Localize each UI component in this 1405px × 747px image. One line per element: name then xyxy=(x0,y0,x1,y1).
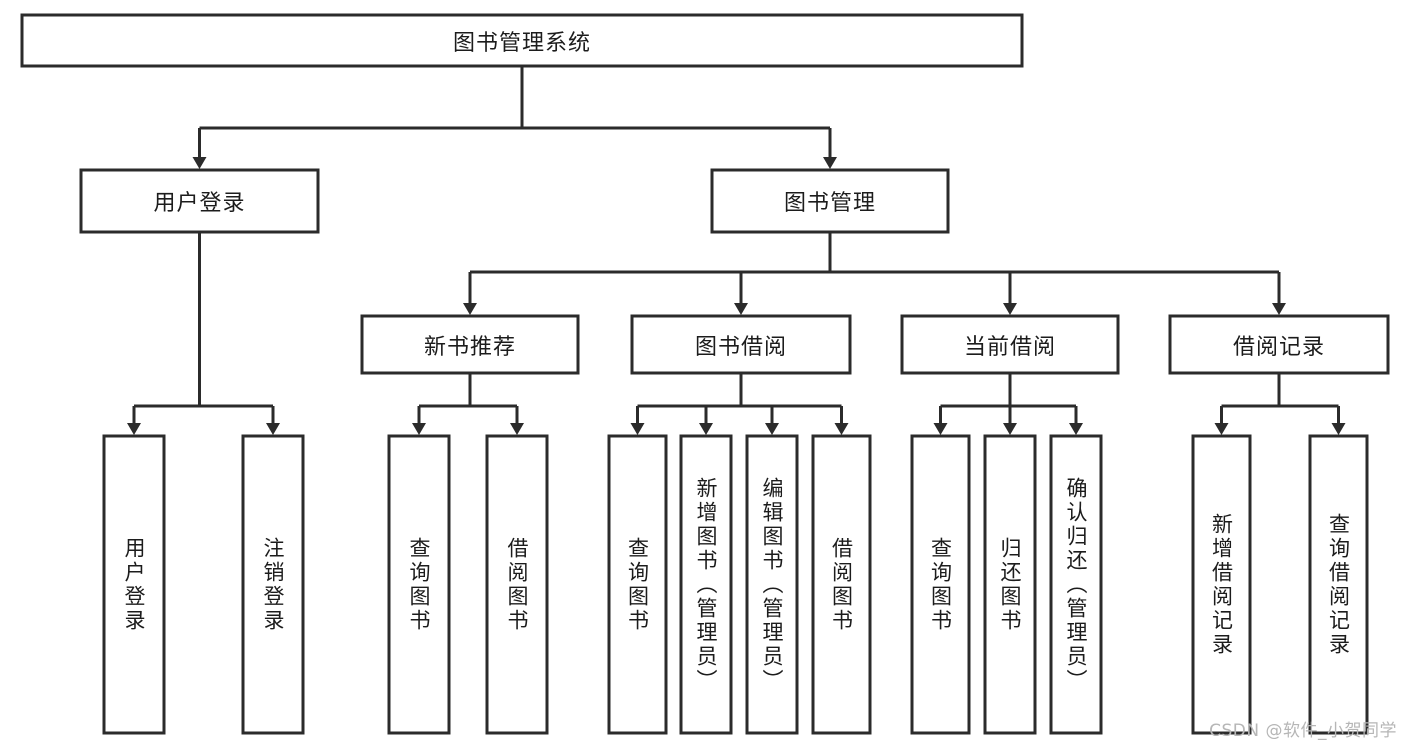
node-box-current-borrow[interactable] xyxy=(900,314,1120,375)
node-box-leaf-add-record[interactable] xyxy=(1191,434,1252,735)
watermark-text: CSDN @软件_小贺同学 xyxy=(1209,721,1397,741)
node-box-book-borrow[interactable] xyxy=(630,314,852,375)
node-box-leaf-user-login[interactable] xyxy=(102,434,166,735)
node-box-leaf-borrow-book-rec[interactable] xyxy=(485,434,549,735)
node-box-root[interactable] xyxy=(20,13,1024,68)
node-box-leaf-query-book-rec[interactable] xyxy=(387,434,451,735)
node-boxes-group xyxy=(20,13,1390,735)
node-box-new-book-recommend[interactable] xyxy=(360,314,580,375)
node-box-leaf-borrow-book[interactable] xyxy=(811,434,872,735)
node-box-borrow-record[interactable] xyxy=(1168,314,1390,375)
node-box-user-login[interactable] xyxy=(79,168,320,234)
node-box-book-manage[interactable] xyxy=(710,168,950,234)
node-box-leaf-return-book[interactable] xyxy=(983,434,1037,735)
node-box-leaf-logout[interactable] xyxy=(241,434,305,735)
node-box-leaf-query-book-borrow[interactable] xyxy=(607,434,668,735)
node-box-leaf-query-record[interactable] xyxy=(1308,434,1369,735)
node-box-leaf-query-book-cur[interactable] xyxy=(910,434,971,735)
connector-lines-group xyxy=(127,66,1346,435)
node-box-leaf-confirm-return[interactable] xyxy=(1049,434,1103,735)
node-box-leaf-edit-book[interactable] xyxy=(745,434,799,735)
node-box-leaf-add-book[interactable] xyxy=(679,434,733,735)
